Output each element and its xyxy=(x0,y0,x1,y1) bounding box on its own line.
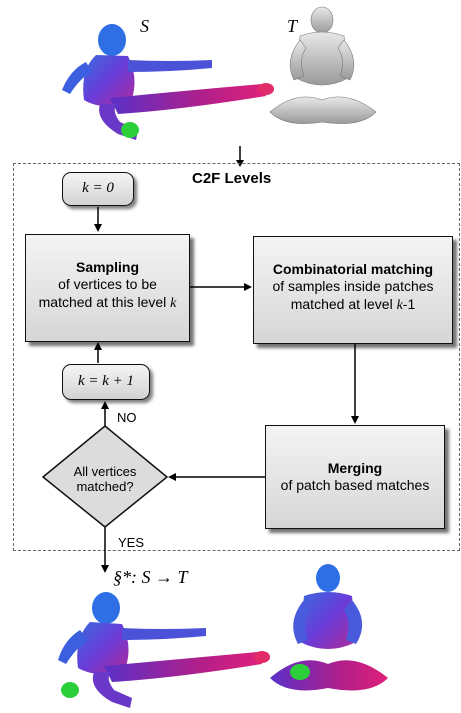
combinatorial-title: Combinatorial matching xyxy=(272,261,434,277)
combinatorial-line2: matched at level xyxy=(290,296,397,312)
combinatorial-line1: of samples inside patches xyxy=(272,278,434,294)
sampling-box: Sampling of vertices to be matched at th… xyxy=(25,234,190,342)
target-label: T xyxy=(287,16,299,36)
init-k-text: k = 0 xyxy=(82,180,114,196)
result-source-figure xyxy=(58,592,270,708)
merging-box: Merging of patch based matches xyxy=(265,425,445,529)
target-sitting-figure xyxy=(269,6,377,124)
merging-title: Merging xyxy=(327,460,383,476)
init-k-box: k = 0 xyxy=(62,172,134,206)
increment-k-text: k = k + 1 xyxy=(77,373,135,389)
decision-diamond xyxy=(41,425,169,528)
frame-title: C2F Levels xyxy=(192,170,272,187)
bottom-figures-illustration xyxy=(58,564,388,708)
sampling-title: Sampling xyxy=(75,259,139,275)
decision-line2: matched? xyxy=(76,479,134,494)
sampling-line2: matched at this level xyxy=(38,294,171,310)
combinatorial-line2-wrap: matched at level k-1 xyxy=(254,295,452,315)
combinatorial-suffix: -1 xyxy=(402,296,416,312)
sampling-var: k xyxy=(170,296,177,311)
result-mapping-label: §*: S → T xyxy=(113,567,188,587)
source-kicking-figure xyxy=(62,24,274,140)
no-label: NO xyxy=(117,410,137,425)
c2f-levels-frame xyxy=(13,163,460,551)
yes-label: YES xyxy=(118,535,145,550)
increment-k-box: k = k + 1 xyxy=(62,364,150,400)
combinatorial-matching-box: Combinatorial matching of samples inside… xyxy=(253,236,453,344)
source-label: S xyxy=(140,16,149,36)
sampling-line1: of vertices to be xyxy=(58,276,157,292)
sampling-line2-wrap: matched at this level k xyxy=(26,293,189,313)
top-figures-illustration: S T xyxy=(62,6,377,140)
merging-line1: of patch based matches xyxy=(280,477,430,493)
decision-text: All vertices matched? xyxy=(55,464,155,494)
combinatorial-var: k xyxy=(396,298,403,313)
result-target-figure xyxy=(270,564,388,691)
decision-line1: All vertices xyxy=(73,464,137,479)
